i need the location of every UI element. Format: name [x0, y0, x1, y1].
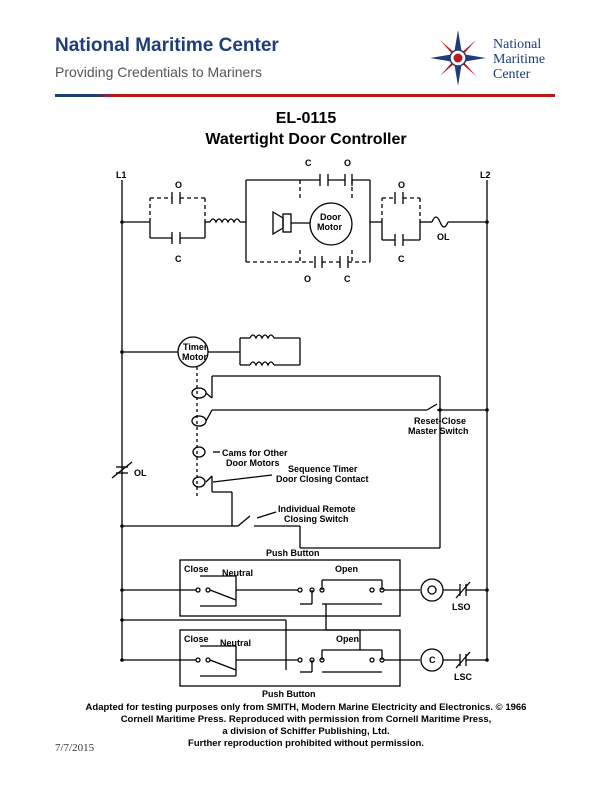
label-push-button: Push Button	[266, 548, 320, 558]
label-ol: OL	[437, 232, 450, 242]
label-reset-close: Master Switch	[408, 426, 469, 436]
document-code: EL-0115	[275, 110, 337, 127]
credit-line: Further reproduction prohibited without …	[188, 738, 424, 749]
document-title: Watertight Door Controller	[205, 131, 407, 148]
logo-text-line: National	[493, 37, 542, 52]
label-timer-motor: Motor	[182, 352, 207, 362]
label-cams: Cams for Other	[222, 448, 288, 458]
label-lso: LSO	[452, 602, 471, 612]
label-close: Close	[184, 634, 209, 644]
document-date: 7/7/2015	[55, 742, 95, 754]
label-door-motor: Motor	[317, 222, 342, 232]
label-neutral: Neutral	[222, 568, 253, 578]
label-open: Open	[335, 564, 358, 574]
logo-text-line: Maritime	[493, 52, 546, 67]
label-o: O	[175, 180, 182, 190]
credit-line: Adapted for testing purposes only from S…	[85, 702, 527, 713]
label-o: O	[344, 158, 351, 168]
label-c: C	[398, 254, 405, 264]
label-c: C	[429, 655, 436, 665]
label-reset-close: Reset-Close	[414, 416, 466, 426]
credit-line: a division of Schiffer Publishing, Ltd.	[222, 726, 390, 737]
logo-text-line: Center	[493, 67, 531, 82]
label-door-motor: Door	[320, 212, 341, 222]
label-o: O	[304, 274, 311, 284]
label-sequence: Door Closing Contact	[276, 474, 369, 484]
label-remote: Individual Remote	[278, 504, 356, 514]
credit-line: Cornell Maritime Press. Reproduced with …	[120, 714, 492, 725]
org-title: National Maritime Center	[55, 35, 279, 56]
label-neutral: Neutral	[220, 638, 251, 648]
label-open: Open	[336, 634, 359, 644]
compass-rose-seal-icon	[430, 30, 486, 86]
label-c: C	[344, 274, 351, 284]
label-push-button: Push Button	[262, 689, 316, 699]
org-tagline: Providing Credentials to Mariners	[55, 64, 262, 80]
label-c: C	[175, 254, 182, 264]
label-o: O	[398, 180, 405, 190]
label-timer-motor: Timer	[183, 342, 208, 352]
label-close: Close	[184, 564, 209, 574]
label-ol: OL	[134, 468, 147, 478]
label-l2: L2	[480, 170, 491, 180]
credit-notice: Adapted for testing purposes only from S…	[0, 702, 612, 750]
label-cams: Door Motors	[226, 458, 280, 468]
label-sequence: Sequence Timer	[288, 464, 358, 474]
label-lsc: LSC	[454, 672, 473, 682]
logo-text: National Maritime Center	[493, 37, 545, 82]
header-divider	[55, 94, 555, 97]
label-c: C	[305, 158, 312, 168]
label-l1: L1	[116, 170, 127, 180]
label-remote: Closing Switch	[284, 514, 349, 524]
